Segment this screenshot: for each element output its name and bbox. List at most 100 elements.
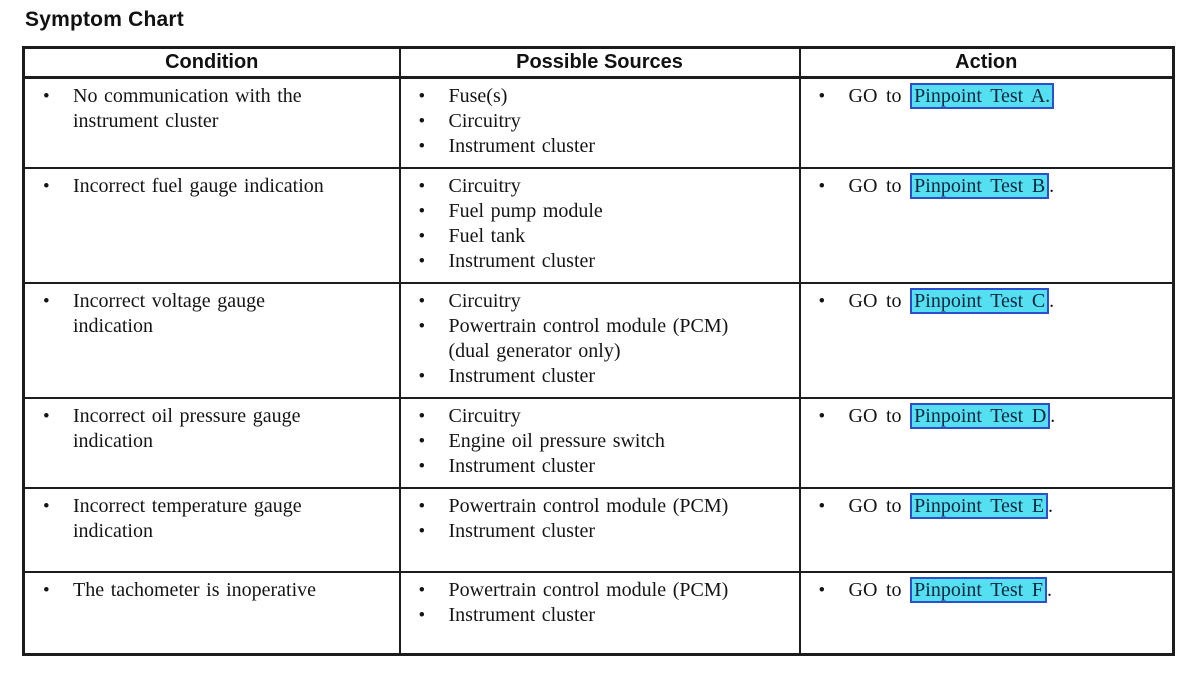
bullet-icon: • [818,496,826,517]
action-prefix: GO to [848,290,902,312]
action-suffix: . [1046,579,1052,601]
pinpoint-test-d-link[interactable]: Pinpoint Test D [910,403,1051,429]
source-item: Instrument cluster [448,135,596,157]
table-row: •Incorrect temperature gauge indication … [22,487,1175,573]
bullet-icon: • [418,226,426,247]
condition-text: Incorrect oil pressure gauge indication [73,405,301,452]
bullet-icon: • [418,316,426,337]
header-row: Condition Possible Sources Action [22,46,1175,79]
sources-cell: • Powertrain control module (PCM) • Instru… [398,487,801,573]
condition-text: Incorrect temperature gauge indication [73,495,302,542]
action-text: GO to Pinpoint Test F. [849,577,1167,603]
bullet-icon: • [43,406,50,427]
action-text: GO to Pinpoint Test C. [848,288,1167,314]
pinpoint-test-a-link[interactable]: Pinpoint Test A. [910,83,1055,109]
page-title: Symptom Chart [25,8,184,31]
source-item: Engine oil pressure switch [448,430,665,452]
bullet-icon: • [43,176,50,197]
header-possible-sources: Possible Sources [398,46,801,79]
pinpoint-test-b-link[interactable]: Pinpoint Test B [910,173,1050,199]
condition-cell: • Incorrect fuel gauge indication [22,167,401,284]
sources-cell: •Fuse(s) •Circuitry •Instrument cluster [398,76,801,169]
bullet-icon: • [818,176,826,197]
bullet-icon: • [418,366,426,387]
action-cell: • GO to Pinpoint Test A. [798,76,1175,169]
action-cell: • GO to Pinpoint Test C. [798,282,1175,399]
bullet-icon: • [418,406,426,427]
source-item: Powertrain control module (PCM) [448,495,729,517]
sources-cell: •Circuitry •Powertrain control module (P… [398,282,801,399]
action-suffix: . [1049,175,1055,197]
action-text: GO to Pinpoint Test A. [848,83,1167,109]
action-suffix: . [1048,495,1054,517]
bullet-icon: • [418,605,426,626]
action-prefix: GO to [848,175,902,197]
bullet-icon: • [818,291,826,312]
source-item: Instrument cluster [448,604,596,626]
action-prefix: GO to [848,85,902,107]
bullet-icon: • [418,496,426,517]
bullet-icon: • [43,291,50,312]
bullet-icon: • [418,431,426,452]
pinpoint-test-e-link[interactable]: Pinpoint Test E [910,493,1049,519]
sources-cell: •Circuitry •Fuel pump module •Fuel tank … [398,167,801,284]
bullet-icon: • [818,580,826,601]
condition-text: The tachometer is inoperative [73,579,317,601]
sources-cell: • Powertrain control module (PCM) • Instru… [398,571,801,655]
source-item: Fuel pump module [448,200,603,222]
bullet-icon: • [418,456,426,477]
table-row: • No communication with the instrument cl… [22,76,1175,169]
bullet-icon: • [418,86,426,107]
bullet-icon: • [818,86,826,107]
symptom-chart-table: Condition Possible Sources Action • No co… [22,46,1175,656]
condition-cell: • The tachometer is inoperative [22,571,401,655]
condition-cell: • Incorrect oil pressure gauge indication [22,397,401,489]
table-row: • Incorrect fuel gauge indication • Circui… [22,167,1175,284]
action-cell: • GO to Pinpoint Test F. [798,571,1175,655]
condition-text: No communication with the instrument clu… [73,85,302,132]
bullet-icon: • [418,521,426,542]
pinpoint-test-c-link[interactable]: Pinpoint Test C [910,288,1050,314]
condition-text: Incorrect voltage gauge indication [73,290,265,337]
condition-cell: • Incorrect temperature gauge indication [22,487,401,573]
bullet-icon: • [43,496,50,517]
header-condition: Condition [22,46,401,79]
source-item: Circuitry [448,405,521,427]
action-cell: • GO to Pinpoint Test B. [798,167,1175,284]
action-text: GO to Pinpoint Test D. [848,403,1167,429]
pinpoint-test-f-link[interactable]: Pinpoint Test F [910,577,1047,603]
table-row: • The tachometer is inoperative • Powertra… [22,571,1175,655]
bullet-icon: • [418,580,426,601]
bullet-icon: • [418,176,426,197]
action-prefix: GO to [848,495,902,517]
bullet-icon: • [818,406,826,427]
source-item: Powertrain control module (PCM) [448,579,729,601]
source-item: Instrument cluster [448,365,596,387]
source-item: Circuitry [448,110,521,132]
action-suffix: . [1049,290,1055,312]
action-cell: • GO to Pinpoint Test D. [798,397,1175,489]
bullet-icon: • [418,291,426,312]
action-suffix: . [1050,405,1056,427]
header-action: Action [798,46,1175,79]
source-item: Circuitry [448,290,521,312]
condition-cell: • No communication with the instrument cl… [22,76,401,169]
source-item: Circuitry [448,175,521,197]
table-row: • Incorrect oil pressure gauge indication… [22,397,1175,489]
condition-text: Incorrect fuel gauge indication [73,175,324,197]
table-row: • Incorrect voltage gauge indication • Cir… [22,282,1175,399]
action-text: GO to Pinpoint Test B. [848,173,1167,199]
action-cell: • GO to Pinpoint Test E. [798,487,1175,573]
bullet-icon: • [418,201,426,222]
source-item: Instrument cluster [448,455,596,477]
bullet-icon: • [418,251,426,272]
sources-cell: • Circuitry • Engine oil pressure switch •… [398,397,801,489]
bullet-icon: • [43,86,50,107]
source-item: Instrument cluster [448,520,596,542]
bullet-icon: • [418,111,426,132]
condition-cell: • Incorrect voltage gauge indication [22,282,401,399]
source-item: Fuse(s) [448,85,508,107]
bullet-icon: • [43,580,50,601]
action-prefix: GO to [848,405,902,427]
